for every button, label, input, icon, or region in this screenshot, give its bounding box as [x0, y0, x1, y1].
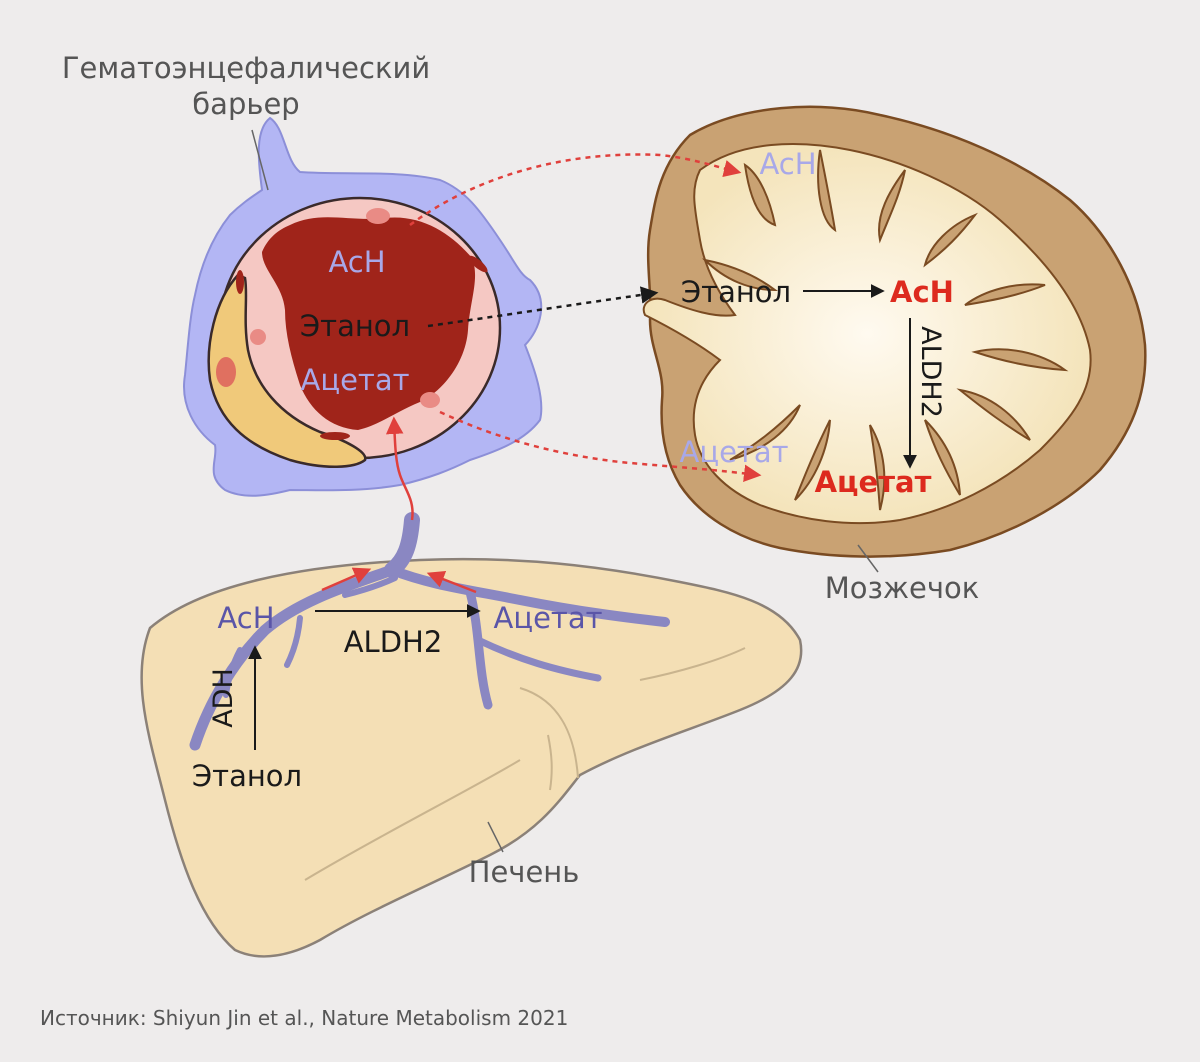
tight-junction: [320, 432, 350, 440]
folia: [701, 149, 1069, 511]
cerebellum-ethanol-label: Этанол: [681, 275, 791, 309]
liver-acetate-label: Ацетат: [494, 601, 603, 635]
cerebellum: [642, 105, 1147, 558]
cerebellum-aldh2-label: ALDH2: [915, 326, 946, 418]
cerebellum-name-label: Мозжечок: [825, 571, 980, 605]
cell-nucleus: [366, 208, 390, 224]
bbb-ach-label: AcH: [328, 245, 385, 279]
source-citation: Источник: Shiyun Jin et al., Nature Meta…: [40, 1006, 568, 1030]
liver-aldh2-label: ALDH2: [344, 625, 443, 659]
liver-contour-line: [304, 759, 521, 881]
bbb-acetate-label: Ацетат: [301, 363, 410, 397]
acetate-efflux-arrow: [426, 570, 477, 594]
cerebellum-acetate-in-label: Ацетат: [680, 435, 789, 469]
cerebellum-ach-made-label: AcH: [890, 275, 954, 309]
cerebellum-acetate-made-label: Ацетат: [815, 465, 932, 499]
liver-ethanol-label: Этанол: [192, 759, 302, 793]
bbb-pointer-line: [251, 129, 269, 191]
arbor-vitae: [642, 143, 1092, 525]
liver-contour-line: [547, 734, 553, 791]
liver-name-label: Печень: [469, 855, 580, 889]
tight-junction: [468, 255, 488, 273]
cell-nucleus: [250, 329, 266, 345]
liver-lobe-line: [519, 687, 579, 779]
tight-junction: [236, 270, 244, 294]
liver-ach-label: AcH: [217, 601, 274, 635]
acetate-transport-arrow: [439, 410, 762, 483]
astrocyte-endfoot: [207, 273, 367, 468]
ach-transport-arrow: [409, 153, 742, 227]
bbb-ethanol-label: Этанол: [300, 309, 410, 343]
blood-vessel-cross-section: [183, 116, 543, 497]
ach-efflux-arrow: [321, 567, 372, 592]
liver-outline: [140, 557, 803, 958]
liver-pointer-line: [487, 821, 504, 853]
cell-nucleus: [216, 357, 236, 387]
liver-to-brain-arrow: [385, 416, 414, 521]
bbb-title-line1: Гематоэнцефалический: [62, 51, 430, 85]
cerebellum-pointer-line: [857, 544, 879, 573]
cell-nucleus: [420, 392, 440, 408]
bbb-title-line2: барьер: [192, 87, 299, 121]
liver: [140, 557, 803, 958]
liver-contour-line: [639, 647, 746, 681]
liver-adh-label: ADH: [208, 668, 239, 728]
cerebellum-ach-in-label: AcH: [759, 147, 816, 181]
blood: [262, 217, 476, 430]
